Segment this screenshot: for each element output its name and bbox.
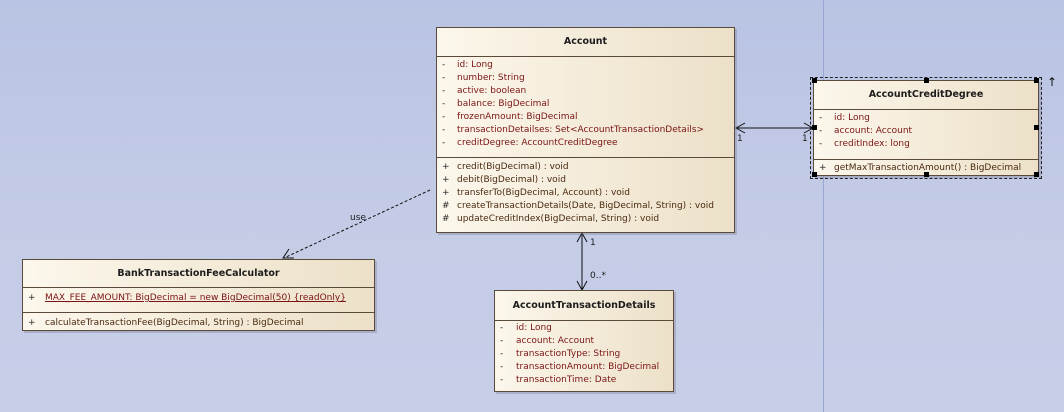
multiplicity-account-side: 1 xyxy=(737,134,743,144)
association-account-details[interactable] xyxy=(576,231,588,292)
operation-row[interactable]: +getMaxTransactionAmount() : BigDecimal xyxy=(819,163,1022,173)
operation-row[interactable]: #createTransactionDetails(Date, BigDecim… xyxy=(442,201,714,211)
attribute-row[interactable]: -id: Long xyxy=(819,113,870,123)
resize-handle[interactable] xyxy=(1034,125,1039,130)
attribute-row[interactable]: -account: Account xyxy=(500,336,595,346)
attribute-row[interactable]: -creditIndex: long xyxy=(819,139,910,149)
attribute-row[interactable]: -active: boolean xyxy=(442,86,527,96)
class-bank-transaction-fee-calculator[interactable]: BankTransactionFeeCalculator +MAX_FEE_AM… xyxy=(22,259,375,331)
multiplicity-account-top: 1 xyxy=(590,238,596,248)
attribute-row[interactable]: -id: Long xyxy=(500,323,552,333)
attribute-row[interactable]: -creditDegree: AccountCreditDegree xyxy=(442,138,618,148)
class-title: AccountCreditDegree xyxy=(814,81,1038,110)
resize-handle[interactable] xyxy=(1034,172,1039,177)
resize-handle[interactable] xyxy=(812,78,817,83)
attribute-row[interactable]: -account: Account xyxy=(819,126,913,136)
move-up-arrow-icon[interactable]: ↑ xyxy=(1047,75,1058,89)
class-account-transaction-details[interactable]: AccountTransactionDetails -id: Long -acc… xyxy=(494,290,674,392)
operation-row[interactable]: +transferTo(BigDecimal, Account) : void xyxy=(442,188,630,198)
operation-row[interactable]: +calculateTransactionFee(BigDecimal, Str… xyxy=(28,318,304,328)
resize-handle[interactable] xyxy=(1034,78,1039,83)
attributes-compartment: -id: Long -account: Account -creditIndex… xyxy=(814,110,1038,160)
class-account-credit-degree[interactable]: AccountCreditDegree -id: Long -account: … xyxy=(810,77,1042,179)
operation-row[interactable]: #updateCreditIndex(BigDecimal, String) :… xyxy=(442,214,660,224)
use-label: use xyxy=(350,213,366,223)
resize-handle[interactable] xyxy=(924,78,929,83)
operations-compartment: +credit(BigDecimal) : void +debit(BigDec… xyxy=(437,158,734,226)
multiplicity-details-bottom: 0..* xyxy=(590,271,606,281)
class-account[interactable]: Account -id: Long -number: String -activ… xyxy=(436,27,735,233)
attribute-row[interactable]: -transactionDetailses: Set<AccountTransa… xyxy=(442,125,705,135)
attribute-row[interactable]: -transactionTime: Date xyxy=(500,375,617,385)
attribute-row[interactable]: -id: Long xyxy=(442,60,493,70)
multiplicity-creditdegree-side: 1 xyxy=(802,134,808,144)
operation-row[interactable]: +debit(BigDecimal) : void xyxy=(442,175,566,185)
attribute-row[interactable]: -transactionType: String xyxy=(500,349,621,359)
class-title: Account xyxy=(437,28,734,57)
attribute-row[interactable]: -number: String xyxy=(442,73,525,83)
operations-compartment: +calculateTransactionFee(BigDecimal, Str… xyxy=(23,313,374,330)
attributes-compartment: -id: Long -account: Account -transaction… xyxy=(495,321,673,387)
diagram-page-boundary xyxy=(823,0,824,412)
class-title: BankTransactionFeeCalculator xyxy=(23,260,374,288)
dependency-use[interactable] xyxy=(282,189,431,259)
resize-handle[interactable] xyxy=(924,172,929,177)
attribute-row[interactable]: +MAX_FEE_AMOUNT: BigDecimal = new BigDec… xyxy=(28,293,346,303)
attributes-compartment: -id: Long -number: String -active: boole… xyxy=(437,57,734,158)
operations-compartment: +getMaxTransactionAmount() : BigDecimal xyxy=(814,160,1038,175)
association-account-creditdegree[interactable] xyxy=(734,122,815,134)
resize-handle[interactable] xyxy=(812,172,817,177)
attributes-compartment: +MAX_FEE_AMOUNT: BigDecimal = new BigDec… xyxy=(23,288,374,313)
operation-row[interactable]: +credit(BigDecimal) : void xyxy=(442,162,569,172)
attribute-row[interactable]: -transactionAmount: BigDecimal xyxy=(500,362,660,372)
attribute-row[interactable]: -balance: BigDecimal xyxy=(442,99,550,109)
attribute-row[interactable]: -frozenAmount: BigDecimal xyxy=(442,112,578,122)
class-title: AccountTransactionDetails xyxy=(495,291,673,321)
resize-handle[interactable] xyxy=(812,125,817,130)
